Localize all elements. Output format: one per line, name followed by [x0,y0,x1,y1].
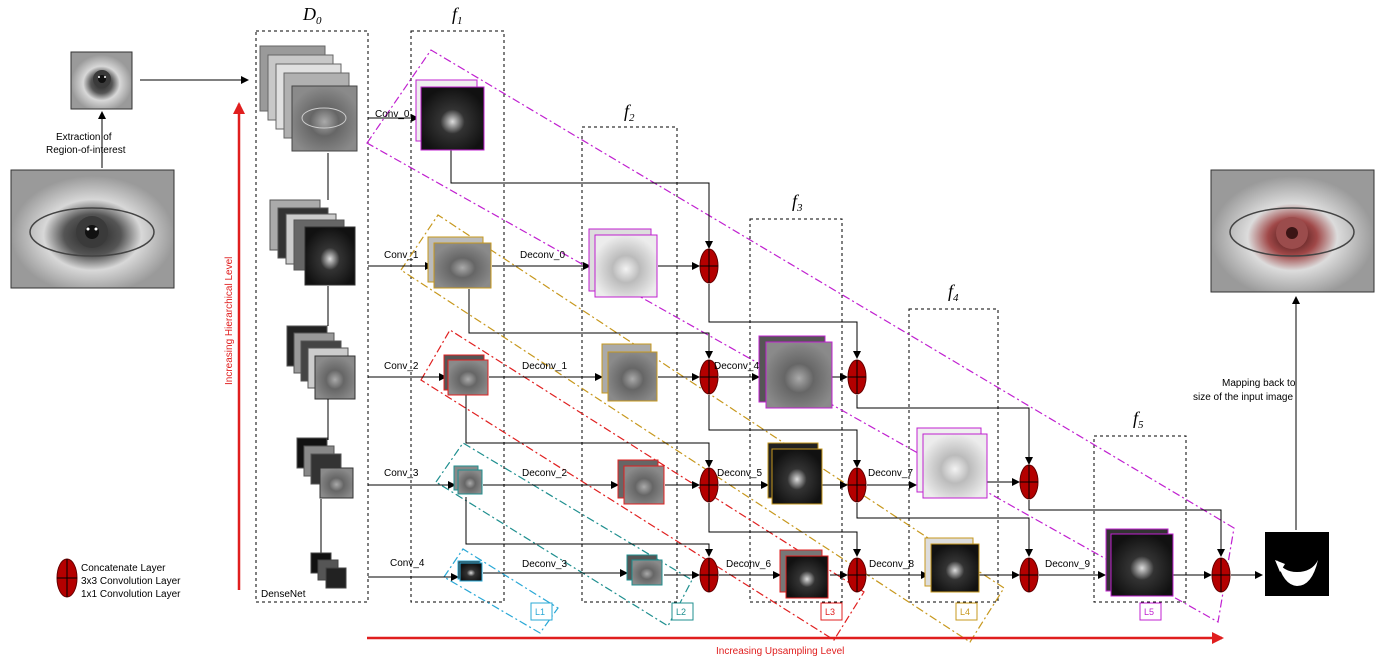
deconv-5-label: Deconv_5 [717,468,762,479]
f1-feature-conv2 [443,354,489,396]
output-eye-image [1210,169,1375,293]
input-eye-image [10,169,175,289]
f5-box [1093,435,1187,603]
f1-feature-conv3 [453,465,483,495]
connections [368,114,1263,581]
roi-eye-image [70,51,133,110]
f1-feature-conv1 [427,236,492,289]
f1-box [410,30,505,603]
svg-text:L2: L2 [676,607,686,617]
densenet-box [255,30,369,603]
f4-box [908,308,999,603]
f3-box [749,218,843,603]
conv-0-label: Conv_0 [375,109,410,120]
level-tag-l3: L3 [820,602,843,621]
f5-title: f5 [1133,408,1144,431]
f3-feature-deconv6 [779,549,829,599]
extraction-label-line2: Region-of-interest [46,145,126,156]
level-box-l4 [400,214,1005,643]
level-tag-l2: L2 [671,602,694,621]
conv-3-label: Conv_3 [384,468,419,479]
conv-4-label: Conv_4 [390,558,425,569]
legend: Concatenate Layer 3x3 Convolution Layer … [56,558,181,600]
f2-feature-deconv2 [617,459,665,505]
level-box-l3 [420,329,865,641]
segmentation-mask [1265,532,1329,596]
svg-text:L5: L5 [1144,607,1154,617]
deconv-7-label: Deconv_7 [868,468,913,479]
f3-title: f3 [792,191,803,214]
svg-text:L3: L3 [825,607,835,617]
upsampling-axis-label: Increasing Upsampling Level [716,646,844,657]
f2-feature-deconv3 [626,554,663,586]
f2-feature-deconv0 [588,228,658,298]
f1-feature-conv0 [415,79,485,151]
densenet-stack-2 [286,325,356,400]
legend-concat: Concatenate Layer [81,563,166,574]
densenet-stack-0 [259,45,358,152]
mapping-label-line2: size of the input image [1193,392,1293,403]
densenet-label: DenseNet [261,589,306,600]
legend-3x3: 3x3 Convolution Layer [81,576,181,587]
f1-feature-conv4 [457,560,483,582]
densenet-stack-1 [269,199,356,286]
svg-text:L4: L4 [960,607,970,617]
d0-title: D0 [302,4,322,27]
hierarchical-axis-label: Increasing Hierarchical Level [224,257,235,385]
level-tag-l1: L1 [530,602,553,621]
f4-feature-deconv7 [916,427,988,499]
deconv-1-label: Deconv_1 [522,361,567,372]
deconv-4-label: Deconv_4 [714,361,759,372]
mapping-label-line1: Mapping back to [1222,378,1296,389]
f2-feature-deconv1 [601,343,658,402]
deconv-6-label: Deconv_6 [726,559,771,570]
level-box-l1 [443,548,559,634]
f2-box [581,126,678,603]
svg-text:L1: L1 [535,607,545,617]
f2-title: f2 [624,101,635,124]
level-tag-l4: L4 [955,602,978,621]
deconv-2-label: Deconv_2 [522,468,567,479]
conv-1-label: Conv_1 [384,250,419,261]
deconv-3-label: Deconv_3 [522,559,567,570]
deconv-0-label: Deconv_0 [520,250,565,261]
extraction-label-line1: Extraction of [56,132,112,143]
f1-title: f1 [452,4,463,27]
deconv-9-label: Deconv_9 [1045,559,1090,570]
deconv-8-label: Deconv_8 [869,559,914,570]
f4-title: f4 [948,281,959,304]
f3-feature-deconv5 [767,442,823,505]
f3-feature-deconv4 [758,335,833,409]
f5-feature-deconv9 [1105,528,1174,597]
conv-2-label: Conv_2 [384,361,419,372]
f4-feature-deconv8 [924,537,980,593]
densenet-stack-4 [310,552,347,589]
legend-1x1: 1x1 Convolution Layer [81,589,181,600]
concat-nodes [699,248,1231,593]
densenet-stack-3 [296,437,354,499]
level-tag-l5: L5 [1139,602,1162,621]
